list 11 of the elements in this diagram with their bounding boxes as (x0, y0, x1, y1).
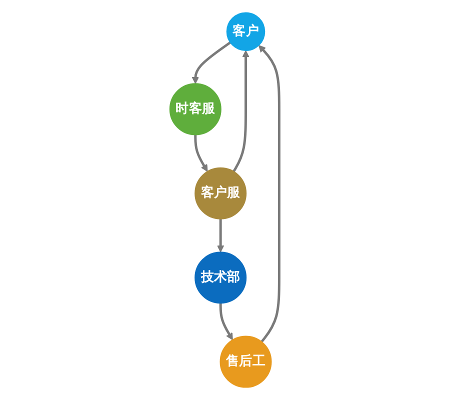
arrow (216, 218, 224, 252)
node-circle: 客户 (226, 12, 266, 51)
arrow (258, 45, 280, 343)
node-circle: 时客服 (169, 83, 222, 136)
arrow (194, 134, 208, 172)
node-circle: 客户服 (194, 167, 247, 220)
arrow (219, 303, 233, 340)
node-circle: 技术部 (194, 252, 247, 304)
arrow (192, 42, 231, 84)
node-circle: 售后工 (220, 336, 272, 388)
arrow (232, 50, 250, 172)
